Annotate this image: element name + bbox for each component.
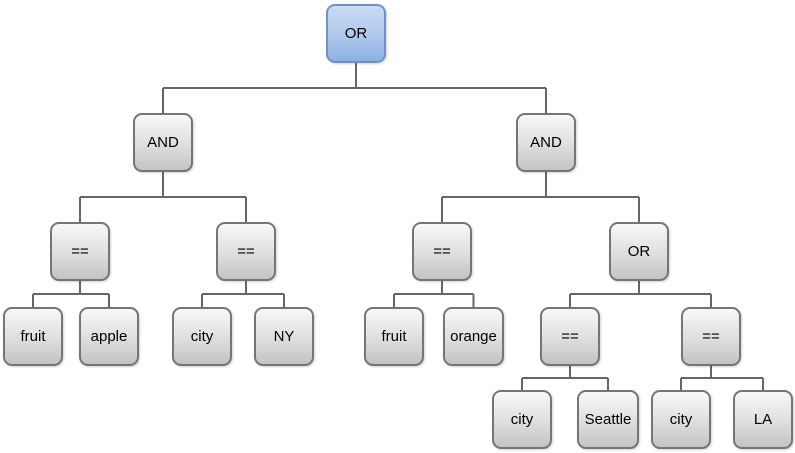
node-leaf-city-3: city: [651, 390, 711, 449]
node-leaf-la: LA: [733, 390, 793, 449]
node-eq-city-la: ==: [681, 307, 741, 366]
node-eq-fruit-apple: ==: [50, 222, 110, 281]
node-eq-fruit-orange: ==: [412, 222, 472, 281]
node-eq-city-ny: ==: [216, 222, 276, 281]
node-eq-city-seattle: ==: [540, 307, 600, 366]
node-leaf-orange: orange: [443, 307, 504, 366]
node-and-right: AND: [516, 113, 576, 172]
node-and-left: AND: [133, 113, 193, 172]
node-leaf-city-1: city: [172, 307, 232, 366]
node-leaf-fruit-1: fruit: [3, 307, 63, 366]
node-or-right: OR: [609, 222, 669, 281]
node-leaf-ny: NY: [254, 307, 314, 366]
node-or-root: OR: [326, 4, 386, 63]
node-leaf-apple: apple: [79, 307, 139, 366]
node-leaf-city-2: city: [492, 390, 552, 449]
node-leaf-seattle: Seattle: [577, 390, 639, 449]
node-leaf-fruit-2: fruit: [364, 307, 424, 366]
